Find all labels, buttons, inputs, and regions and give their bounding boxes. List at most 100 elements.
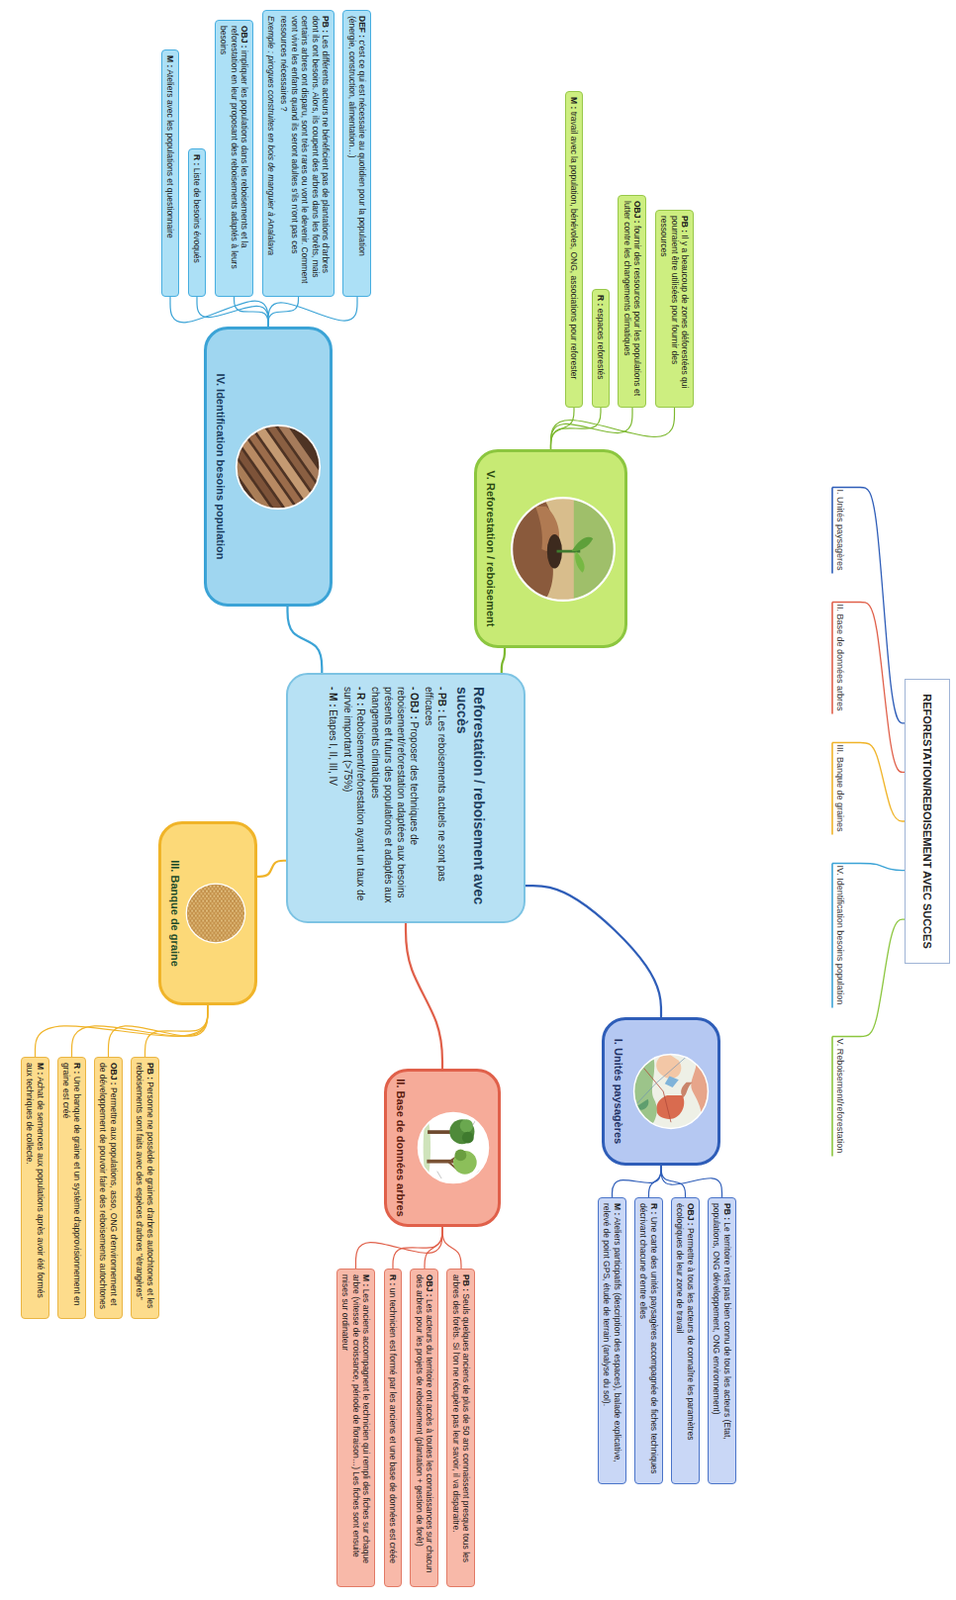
label-body: Reboisement/reforestation ayant un taux …	[342, 686, 367, 901]
branch-connector	[551, 407, 575, 450]
label-prefix: - OBJ :	[408, 686, 420, 720]
node-text: M : travail avec la population, bénévole…	[569, 96, 580, 402]
branch-connector	[145, 1005, 209, 1057]
branch-connector	[35, 1005, 209, 1057]
label-body: Proposer des techniques de reboisement/r…	[370, 686, 420, 903]
topic-label: I. Unités paysagères	[611, 1039, 625, 1145]
branch-topic: III. Banque de graine	[158, 821, 258, 1006]
label-prefix: M :	[166, 55, 177, 68]
node-text: M : Les anciens accompagnent le technici…	[340, 1274, 373, 1582]
node-text: R : espaces reforestés	[595, 294, 607, 402]
label-body: Le territoire n'est pas bien connu de to…	[711, 1203, 733, 1440]
label-prefix: PB :	[462, 1274, 473, 1292]
illustration-image	[632, 1052, 710, 1131]
label-prefix: OBJ :	[108, 1062, 119, 1086]
label-prefix: M :	[362, 1274, 373, 1287]
label-prefix: M :	[612, 1203, 623, 1216]
node-text: REFORESTATION/REBOISEMENT AVEC SUCCES	[920, 693, 935, 950]
node-text: OBJ : fournir des ressources pour les po…	[621, 200, 643, 402]
label-prefix: OBJ :	[240, 25, 251, 49]
node-text: R : un technicien est formé par les anci…	[387, 1274, 399, 1582]
label-prefix: PB :	[680, 215, 691, 233]
note-box: OBJ : fournir des ressources pour les po…	[617, 194, 647, 408]
label-body: impliquer les populations dans les reboi…	[218, 25, 250, 270]
topic-label: II. Base de données arbres	[393, 1078, 407, 1217]
label-body: un technicien est formé par les anciens …	[388, 1285, 399, 1564]
label-prefix: PB :	[722, 1203, 733, 1221]
label-body: Une banque de graine et un système d'app…	[61, 1062, 83, 1306]
label-body: travail avec la population, bénévoles, O…	[570, 108, 580, 380]
note-box: PB : Les différents acteurs ne bénéficie…	[262, 9, 336, 297]
label-body: c'est ce qui est nécessaire au quotidien…	[347, 15, 369, 257]
label-prefix: M :	[570, 96, 580, 109]
node-text: R : Liste de besoins évoqués	[191, 154, 203, 291]
label-body: Permettre aux populations, asso, ONG d'e…	[97, 1062, 119, 1310]
label-body: Les acteurs du territoire ont accès à to…	[414, 1274, 436, 1573]
legend-branches	[832, 487, 905, 1157]
label-body: Une carte des unités paysagères accompag…	[638, 1203, 660, 1475]
node-text: OBJ : impliquer les populations dans les…	[218, 25, 251, 291]
label-prefix: R :	[192, 154, 203, 166]
illustration	[416, 1111, 490, 1185]
label-prefix: M :	[35, 1062, 46, 1075]
node-text: - R : Reboisement/reforestation ayant un…	[341, 686, 368, 910]
label-prefix: OBJ :	[685, 1203, 696, 1227]
topic-heading: Reforestation / reboisement avec succès	[453, 686, 487, 910]
label-prefix: R :	[649, 1203, 660, 1215]
branch-label: IV. Identification besoins population	[834, 862, 846, 1009]
node-text: DEF : c'est ce qui est nécessaire au quo…	[346, 15, 368, 291]
label-body: fournir des ressources pour les populati…	[622, 200, 644, 396]
note-box: M : Ateliers avec les populations et que…	[161, 49, 181, 297]
branch-connector	[72, 1005, 209, 1057]
label-body: Seuls quelques anciens de plus de 50 ans…	[451, 1274, 473, 1563]
branch-connector	[268, 296, 358, 327]
node-text: PB : Il y a beaucoup de zones déforestée…	[659, 215, 691, 402]
label-prefix: - M :	[327, 686, 339, 708]
label-body: Liste de besoins évoqués	[192, 165, 203, 263]
branch-topic: IV. Identification besoins population	[203, 326, 333, 607]
label-prefix: - R :	[355, 686, 367, 706]
node-text: PB : Le territoire n'est pas bien connu …	[711, 1203, 733, 1479]
branch-connector	[268, 296, 299, 327]
branch-topic: I. Unités paysagères	[601, 1017, 721, 1166]
node-text: OBJ : Permettre à tous les acteurs de co…	[674, 1203, 696, 1479]
branch-label: I. Unités paysagères	[834, 486, 846, 574]
topic-label: IV. Identification besoins population	[213, 374, 227, 561]
branch-connector	[551, 407, 675, 450]
branch-underline	[831, 487, 834, 574]
branch-label: V. Reboisement/reforestation	[834, 1036, 846, 1157]
label-prefix: OBJ :	[425, 1274, 436, 1298]
label-body: Les reboisements actuels ne sont pas eff…	[423, 686, 448, 882]
note-box: PB : Il y a beaucoup de zones déforestée…	[655, 209, 695, 408]
note-box: R : Une banque de graine et un système d…	[57, 1056, 87, 1320]
illustration-image	[417, 1112, 488, 1183]
branch-connector	[287, 606, 323, 673]
note-box: OBJ : Permettre à tous les acteurs de co…	[670, 1197, 700, 1485]
label-body: Ateliers avec les populations et questio…	[166, 67, 177, 238]
label-body: Etapes I, II, III, IV	[327, 707, 339, 786]
note-box: M : Ateliers participatifs (description …	[597, 1197, 627, 1485]
node-text: OBJ : Permettre aux populations, asso, O…	[97, 1062, 119, 1314]
central-topic: Reforestation / reboisement avec succès-…	[286, 672, 526, 924]
label-body: Il y a beaucoup de zones déforestées qui…	[659, 215, 690, 388]
note-box: R : espaces reforestés	[591, 288, 611, 408]
note-box: R : Liste de besoins évoqués	[188, 148, 207, 297]
label-prefix: R :	[596, 294, 607, 306]
branch-connector	[525, 885, 662, 1018]
note-box: R : Une carte des unités paysagères acco…	[634, 1197, 664, 1485]
label-prefix: DEF :	[358, 15, 369, 38]
label-body: Achat de semences aux populations après …	[24, 1062, 46, 1299]
branch-topic: II. Base de données arbres	[383, 1068, 501, 1228]
branch-connector	[405, 923, 443, 1069]
node-text: PB : Personne ne possède de graines d'ar…	[134, 1062, 156, 1314]
node-text: - OBJ : Proposer des techniques de reboi…	[369, 686, 421, 910]
node-text: PB : Seuls quelques anciens de plus de 5…	[450, 1274, 472, 1582]
title-box: REFORESTATION/REBOISEMENT AVEC SUCCES	[904, 678, 951, 964]
branch-connector	[551, 407, 602, 450]
label-body: Personne ne possède de graines d'arbres …	[134, 1062, 156, 1309]
label-body: Permettre à tous les acteurs de connaîtr…	[674, 1203, 696, 1441]
note-box: PB : Seuls quelques anciens de plus de 5…	[446, 1268, 476, 1588]
node-text: OBJ : Les acteurs du territoire ont accè…	[413, 1274, 435, 1582]
